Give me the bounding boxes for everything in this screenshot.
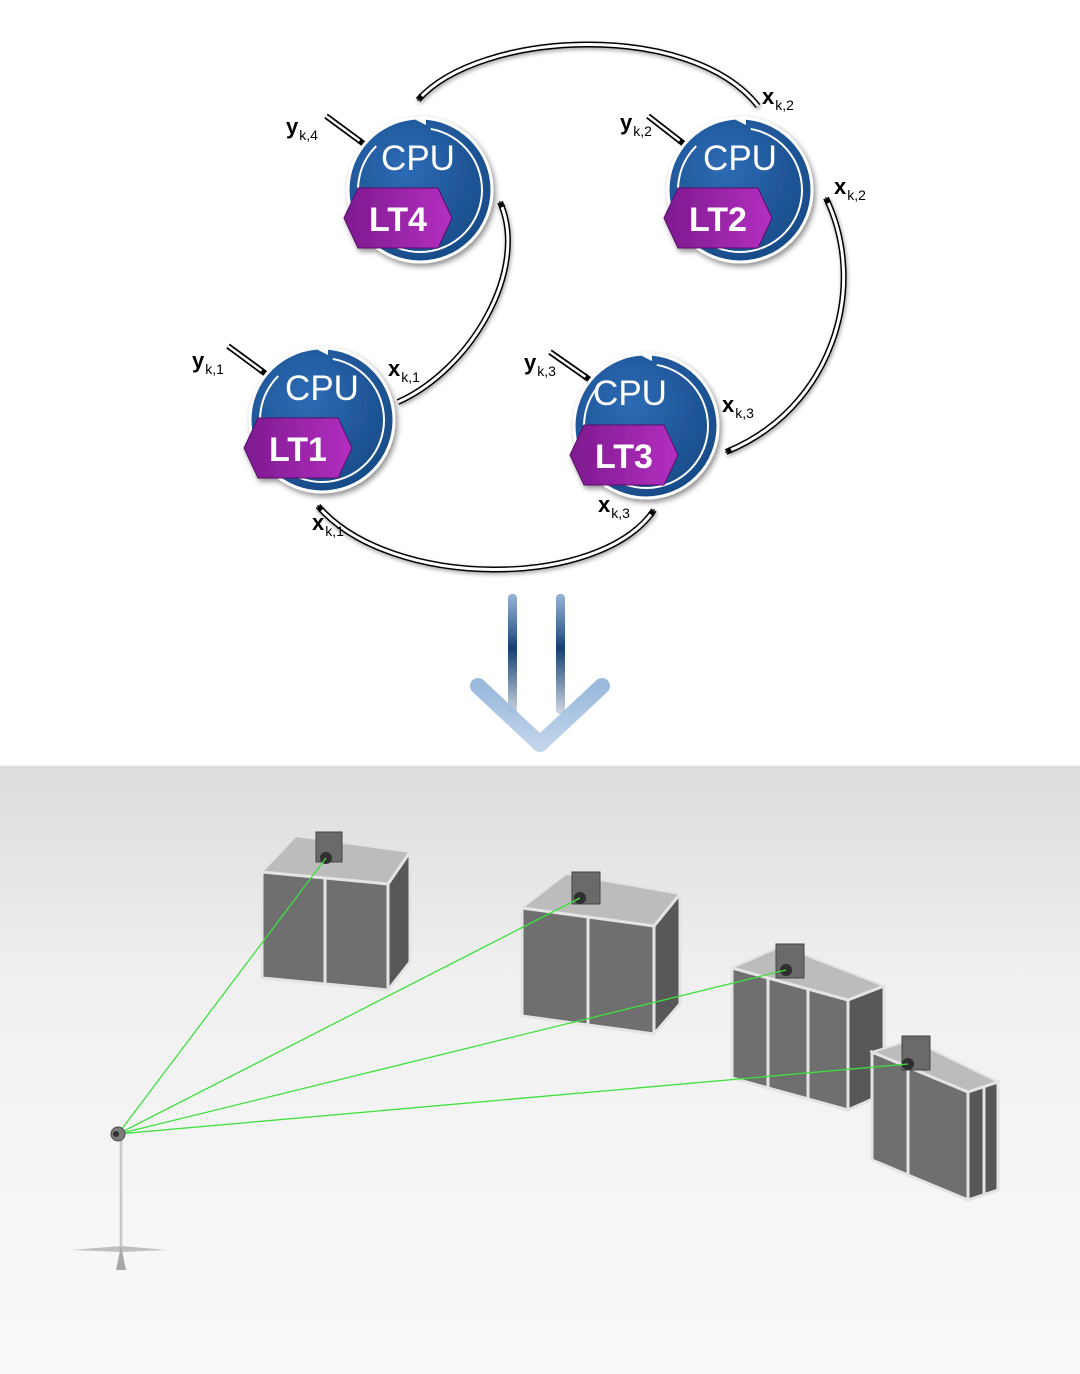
lt-label: LT1 (269, 431, 327, 469)
lt-label: LT2 (689, 201, 747, 239)
lt-hexagon (343, 187, 453, 249)
x-label: xk,3 (722, 392, 754, 421)
down-arrow-icon (470, 594, 610, 752)
input-arrows (226, 113, 686, 383)
input-labels: yk,4 yk,2 yk,1 yk,3 (192, 110, 652, 379)
y-label-lt3: yk,3 (524, 350, 556, 379)
cpu-label: CPU (285, 369, 359, 408)
lt-label: LT4 (369, 201, 427, 239)
y-label-lt4: yk,4 (286, 114, 318, 143)
arrow-lt1-lt3 (315, 504, 657, 573)
arrow-lt2-lt3 (724, 196, 847, 455)
laser-tracker-box-2 (519, 871, 682, 1039)
node-lt2: CPU LT2 (663, 115, 814, 264)
lt-hexagon (569, 424, 679, 486)
input-arrow-lt4 (324, 113, 366, 147)
network-diagram: CPU LT4 CPU LT2 CPU LT1 CPU (192, 41, 866, 573)
lt-label: LT3 (595, 438, 653, 476)
lt-hexagon (663, 187, 773, 249)
input-arrow-lt3 (548, 349, 592, 383)
node-lt4: CPU LT4 (343, 115, 494, 264)
lt-hexagon (243, 417, 353, 479)
reflector-target-stand (72, 1126, 166, 1270)
laser-tracker-box-1 (259, 831, 412, 995)
input-arrow-lt1 (226, 343, 268, 377)
x-label: xk,1 (312, 510, 344, 539)
y-label-lt2: yk,2 (620, 110, 652, 139)
cpu-label: CPU (381, 139, 455, 178)
edge-labels: xk,2 xk,2 xk,1 xk,3 xk,1 xk,3 (312, 84, 866, 539)
scene-3d (0, 765, 1080, 1374)
x-label: xk,3 (598, 492, 630, 521)
cpu-label: CPU (593, 374, 667, 413)
arrow-lt1-to-lt4 (396, 200, 511, 405)
connection-arrows (315, 41, 847, 573)
arrow-lt2-to-lt4 (415, 41, 761, 108)
input-arrow-lt2 (646, 113, 686, 147)
x-label: xk,1 (388, 356, 420, 385)
x-label: xk,2 (762, 84, 794, 113)
node-lt1: CPU LT1 (243, 345, 396, 494)
x-label: xk,2 (834, 174, 866, 203)
laser-beams (117, 857, 909, 1135)
y-label-lt1: yk,1 (192, 348, 224, 377)
node-lt3: CPU LT3 (569, 351, 720, 500)
cpu-label: CPU (703, 139, 777, 178)
laser-tracker-box-4 (869, 1035, 1001, 1203)
